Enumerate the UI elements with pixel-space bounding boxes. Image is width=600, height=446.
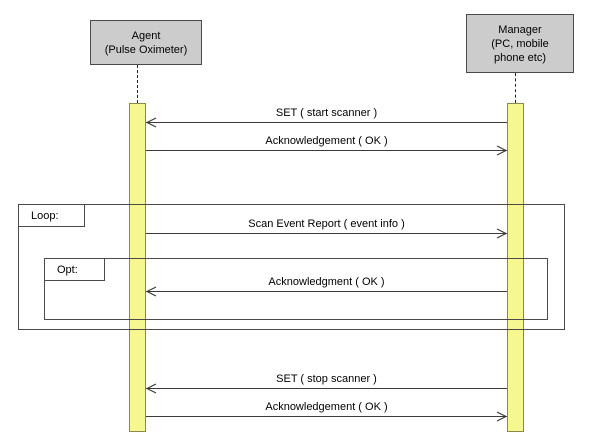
participant-label-line: (Pulse Oximeter) xyxy=(104,43,188,56)
participant-label-line: phone etc) xyxy=(494,51,546,64)
arrowhead-right-icon xyxy=(496,144,507,156)
message-line xyxy=(146,416,507,417)
message-label: Acknowledgement ( OK ) xyxy=(265,135,388,147)
activation-bar-agent xyxy=(129,103,146,432)
message-label: SET ( start scanner ) xyxy=(275,107,378,119)
message-line xyxy=(146,388,507,389)
participant-label-line: Manager xyxy=(498,23,542,36)
lifeline-manager xyxy=(515,73,516,103)
message-label: Scan Event Report ( event info ) xyxy=(248,218,405,230)
message-label: Acknowledgment ( OK ) xyxy=(268,276,385,288)
arrowhead-left-icon xyxy=(146,285,157,297)
participant-label-line: Agent xyxy=(131,29,161,42)
participant-box-agent: Agent(Pulse Oximeter) xyxy=(90,20,202,65)
activation-bar-manager xyxy=(507,103,524,432)
message-line xyxy=(146,122,507,123)
fragment-loop: Loop: xyxy=(18,204,565,330)
fragment-label-opt: Opt: xyxy=(45,259,105,281)
fragment-label-loop: Loop: xyxy=(19,205,85,227)
message-line xyxy=(146,291,507,292)
fragment-opt: Opt: xyxy=(44,258,548,320)
arrowhead-right-icon xyxy=(496,227,507,239)
message-label: Acknowledgement ( OK ) xyxy=(265,401,388,413)
arrowhead-left-icon xyxy=(146,116,157,128)
message-line xyxy=(146,150,507,151)
message-label: SET ( stop scanner ) xyxy=(276,373,377,385)
lifeline-agent xyxy=(137,65,138,103)
arrowhead-left-icon xyxy=(146,382,157,394)
arrowhead-right-icon xyxy=(496,410,507,422)
message-line xyxy=(146,233,507,234)
participant-label-line: (PC, mobile xyxy=(491,37,549,50)
